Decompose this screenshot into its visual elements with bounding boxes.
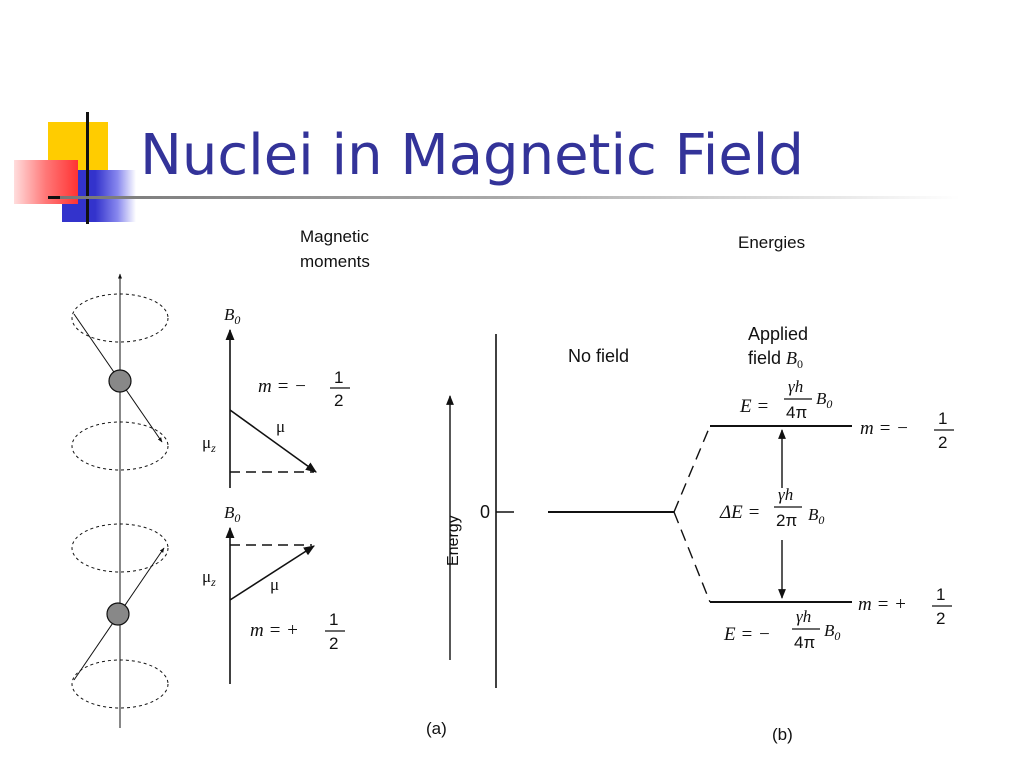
upper-precession-cone-bottom xyxy=(71,421,169,471)
delta-e-num: γh xyxy=(778,485,793,504)
applied-label-1: Applied xyxy=(748,324,808,344)
lower-nucleus xyxy=(106,602,130,626)
magnetic-moments-heading-1: Magnetic xyxy=(300,227,369,246)
lower-e-num: γh xyxy=(796,607,811,626)
zero-label: 0 xyxy=(480,502,490,522)
slide-title: Nuclei in Magnetic Field xyxy=(140,123,804,188)
lower-precession-cone-top xyxy=(71,523,169,573)
upper-b0-label: B0 xyxy=(224,305,240,327)
split-dashed-down xyxy=(673,511,711,603)
lower-e-b0: B0 xyxy=(824,621,840,643)
lower-m-den: 2 xyxy=(936,609,945,628)
upper-m-frac-num: 1 xyxy=(334,368,343,387)
caption-b: (b) xyxy=(772,725,793,744)
deco-vertical-bar xyxy=(86,112,89,224)
lower-precession-cone-bottom xyxy=(71,659,169,709)
caption-a: (a) xyxy=(426,719,447,738)
upper-m-frac-den: 2 xyxy=(334,391,343,410)
upper-nucleus xyxy=(108,369,132,393)
upper-m-den: 2 xyxy=(938,433,947,452)
upper-e-b0: B0 xyxy=(816,389,832,411)
lower-b0-label: B0 xyxy=(224,503,240,525)
lower-e-den: 4π xyxy=(794,633,815,652)
upper-e-num: γh xyxy=(788,377,803,396)
lower-m-num: 1 xyxy=(936,585,945,604)
delta-e-b0: B0 xyxy=(808,505,824,527)
upper-precession-cone-top xyxy=(71,293,169,343)
lower-mu-vector xyxy=(229,545,315,601)
lower-mz-label: μz xyxy=(202,567,216,589)
delta-e-den: 2π xyxy=(776,511,797,530)
energy-axis-label: Energy xyxy=(445,515,462,566)
lower-m-frac-den: 2 xyxy=(329,634,338,653)
lower-e-lhs: E = − xyxy=(723,624,771,645)
title-underline xyxy=(60,196,960,199)
upper-m-lhs: m = − xyxy=(258,376,307,397)
upper-e-lhs: E = xyxy=(739,396,769,417)
upper-m-num: 1 xyxy=(938,409,947,428)
split-dashed-up xyxy=(673,425,711,513)
lower-m-frac-num: 1 xyxy=(329,610,338,629)
upper-mu-vector xyxy=(229,409,317,473)
upper-mz-label: μz xyxy=(202,433,216,455)
upper-mu-label: μ xyxy=(276,417,285,436)
upper-e-den: 4π xyxy=(786,403,807,422)
lower-mu-label: μ xyxy=(270,575,279,594)
magnetic-moments-heading-2: moments xyxy=(300,252,370,271)
lower-m-lhs: m = + xyxy=(250,620,299,641)
upper-m-label: m = − xyxy=(860,418,909,439)
no-field-label: No field xyxy=(568,346,629,366)
delta-e-lhs: ΔE = xyxy=(719,502,760,523)
lower-m-label: m = + xyxy=(858,594,907,615)
energies-heading: Energies xyxy=(738,233,805,252)
